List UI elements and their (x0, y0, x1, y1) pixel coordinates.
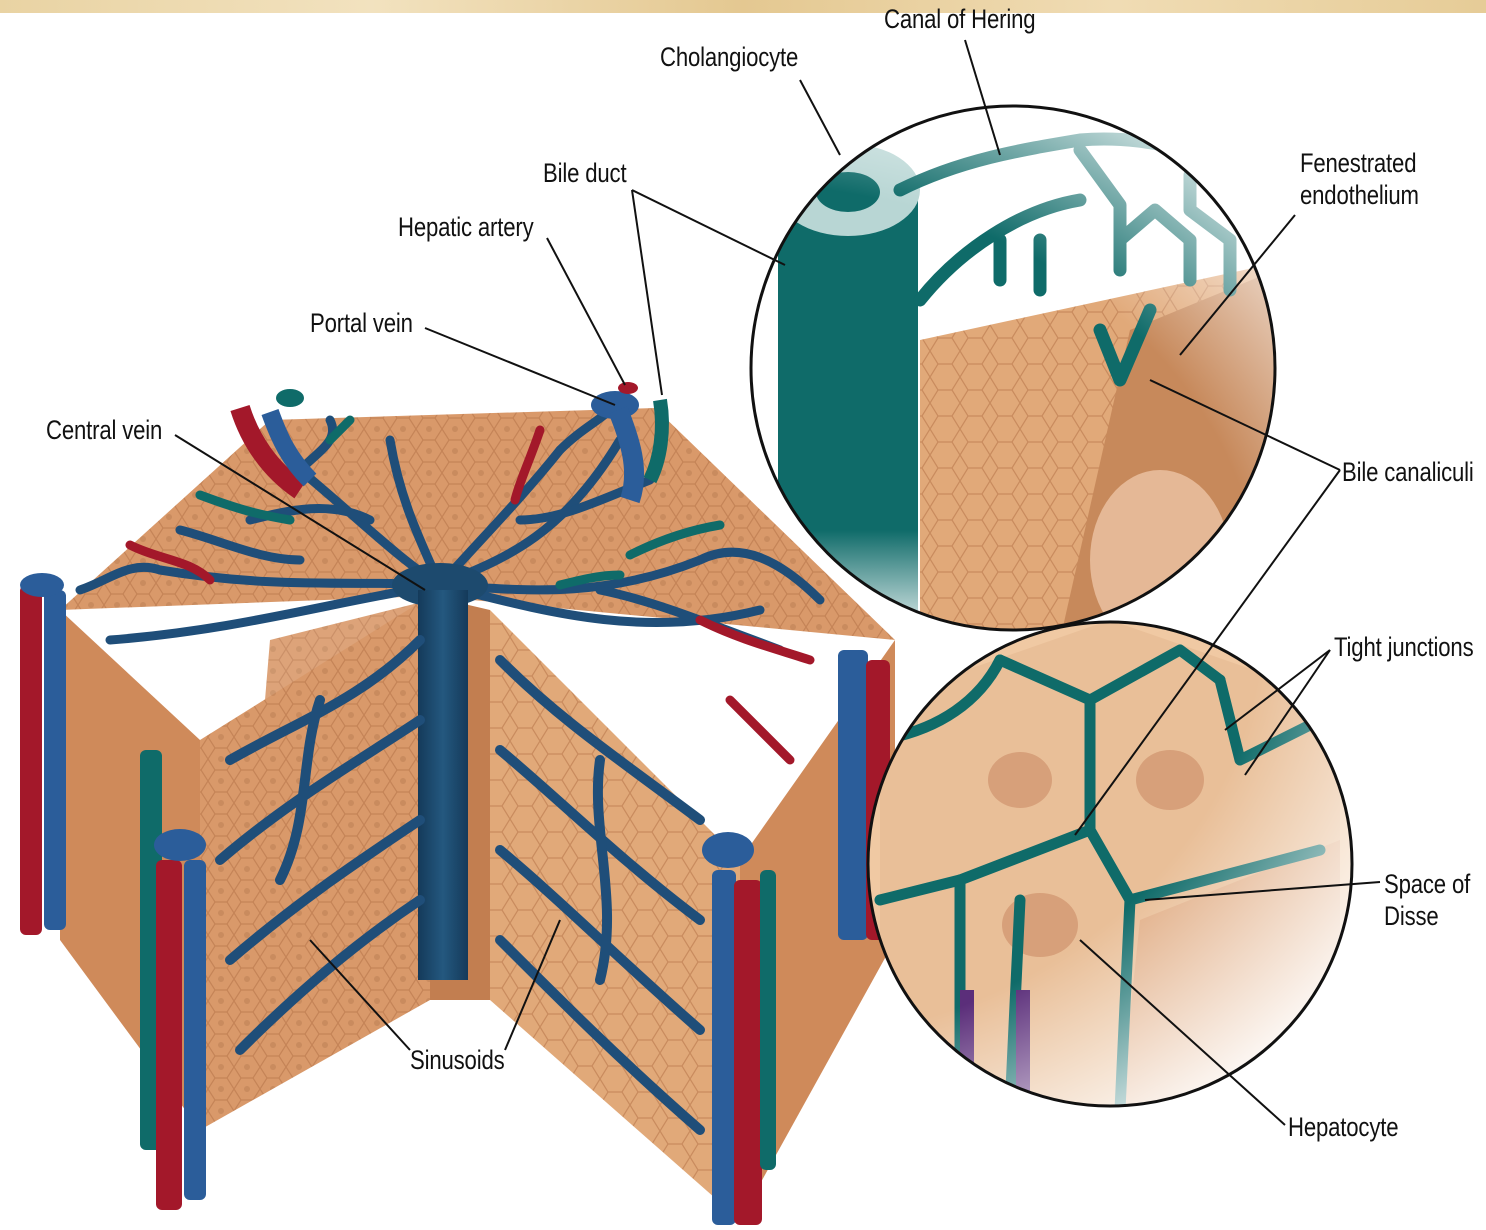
label-central-vein: Central vein (46, 415, 162, 446)
label-sinusoids: Sinusoids (410, 1045, 505, 1076)
portal-triad-front-right (702, 832, 776, 1225)
label-hepatocyte: Hepatocyte (1288, 1112, 1398, 1143)
portal-triad-left (20, 573, 66, 935)
label-space-of-disse-line1: Space of (1384, 869, 1470, 900)
label-tight-junctions: Tight junctions (1334, 632, 1473, 663)
left-edge-glyph (0, 190, 22, 250)
label-bile-canaliculi: Bile canaliculi (1342, 457, 1474, 488)
label-fenestrated-endothelium-line1: Fenestrated (1300, 148, 1416, 179)
label-fenestrated-endothelium-line2: endothelium (1300, 180, 1419, 211)
label-cholangiocyte: Cholangiocyte (660, 42, 798, 73)
label-canal-of-hering: Canal of Hering (884, 4, 1035, 35)
central-vein-column (418, 590, 468, 980)
label-hepatic-artery: Hepatic artery (398, 212, 534, 243)
lobule-block (20, 382, 895, 1225)
label-space-of-disse-line2: Disse (1384, 901, 1439, 932)
label-portal-vein: Portal vein (310, 308, 413, 339)
label-bile-duct: Bile duct (543, 158, 626, 189)
